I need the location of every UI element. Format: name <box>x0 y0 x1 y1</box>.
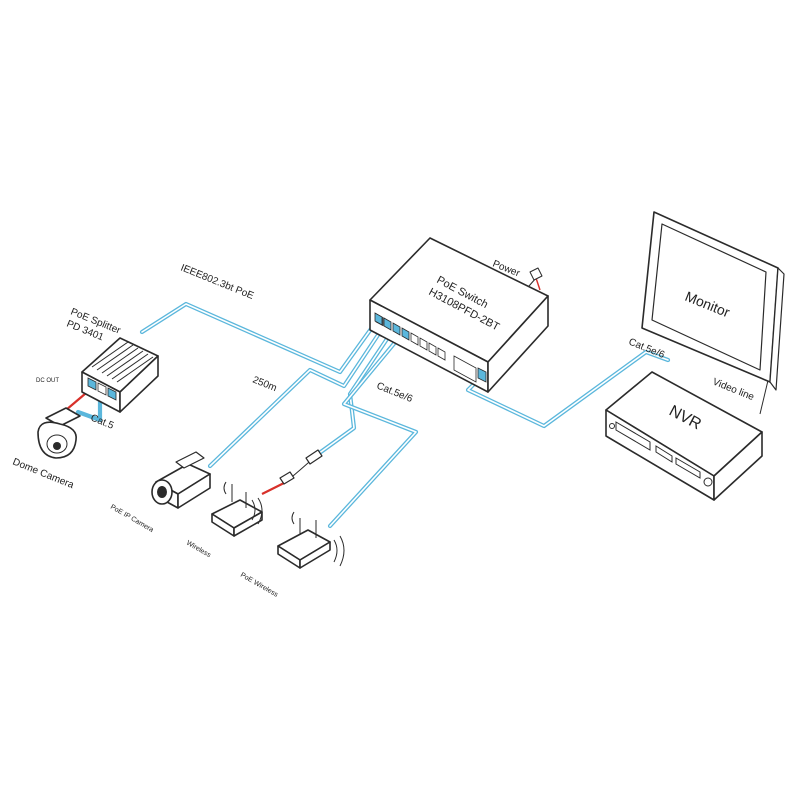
cable-switch-to-wireless <box>315 327 396 457</box>
nvr-front-panel <box>609 421 713 487</box>
cable-switch-to-nvr <box>465 349 671 429</box>
label-dome-camera: Dome Camera <box>11 457 76 492</box>
wifi-wave-left <box>223 481 227 495</box>
poe-injector <box>305 449 323 465</box>
label-poe-ip-camera: PoE IP Camera <box>109 504 155 534</box>
nvr <box>605 371 763 501</box>
wifi-wave-right <box>251 499 256 521</box>
label-ieee: IEEE802.3bt PoE <box>179 263 256 302</box>
label-video-line: Video line <box>711 377 756 404</box>
wireless-dc-cable <box>261 481 287 495</box>
cable-switch-to-splitter <box>139 301 379 375</box>
poe-switch <box>369 237 549 393</box>
power-socket <box>529 267 543 281</box>
poe-ip-camera <box>151 451 211 509</box>
dome-camera <box>37 407 81 459</box>
label-cat5: Cat.5 <box>89 413 116 432</box>
dc-adapter <box>279 471 295 485</box>
switch-ports <box>374 312 487 383</box>
poe-splitter <box>81 337 159 413</box>
splitter-ports <box>87 377 117 401</box>
poe-wireless-ap <box>277 511 345 569</box>
label-distance: 250m <box>251 375 278 395</box>
monitor <box>641 211 785 391</box>
splitter-fins <box>91 341 154 383</box>
label-wireless: Wireless <box>185 540 212 560</box>
cable-switch-to-ip-camera <box>207 323 387 469</box>
cable-switch-to-poe-wireless <box>327 331 419 529</box>
label-cat5e-down: Cat.5e/6 <box>375 381 415 406</box>
label-poe-wireless: PoE Wireless <box>239 572 279 599</box>
wireless-router <box>211 449 323 537</box>
label-cat5e-nvr: Cat.5e/6 <box>627 337 667 362</box>
power-cable <box>535 277 541 291</box>
label-dc-out: DC OUT <box>36 378 59 384</box>
